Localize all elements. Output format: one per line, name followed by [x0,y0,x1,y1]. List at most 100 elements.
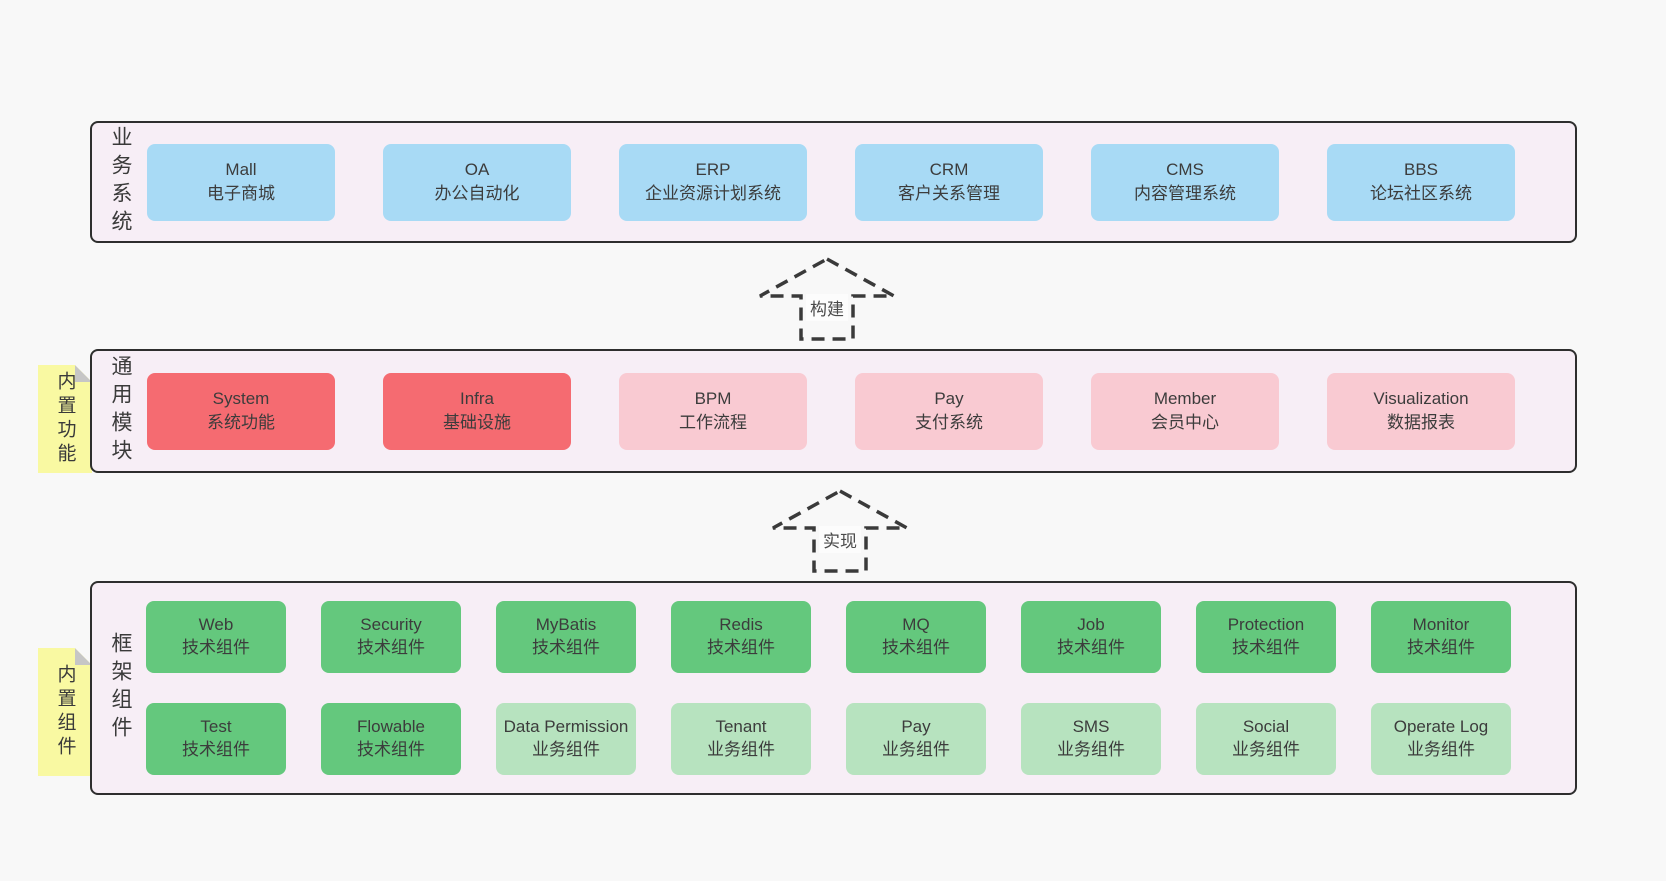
sticky-note-builtin-components: 内置组件 [38,648,92,776]
box-title: BPM [694,389,732,409]
box-sms: SMS 业务组件 [1021,703,1161,775]
box-title: Web [198,615,234,635]
box-title: Flowable [356,717,426,737]
box-title: Redis [719,615,763,635]
box-title: Data Permission [503,717,629,737]
box-subtitle: 技术组件 [1232,638,1300,657]
box-subtitle: 业务组件 [1232,740,1300,759]
box-subtitle: 会员中心 [1151,413,1219,432]
layer-label-business-systems: 业务系统 [109,126,132,238]
box-subtitle: 办公自动化 [434,184,520,203]
box-title: System [212,389,270,409]
box-subtitle: 支付系统 [915,413,983,432]
box-monitor: Monitor 技术组件 [1371,601,1511,673]
box-subtitle: 技术组件 [1057,638,1125,657]
box-subtitle: 技术组件 [182,638,250,657]
box-title: Test [200,717,232,737]
box-subtitle: 工作流程 [679,413,747,432]
box-title: Mall [225,160,257,180]
box-title: Pay [934,389,964,409]
layer-label-framework-components: 框架组件 [109,632,132,744]
box-visualization: Visualization 数据报表 [1327,372,1515,450]
box-mall: Mall 电子商城 [147,143,335,221]
box-operate-log: Operate Log 业务组件 [1371,703,1511,775]
box-subtitle: 技术组件 [182,740,250,759]
box-flowable: Flowable 技术组件 [321,703,461,775]
business-systems-boxes: Mall 电子商城 OA 办公自动化 ERP 企业资源计划系统 CRM 客户关系管理 CMS 内容… [92,123,1575,241]
sticky-note-builtin-features: 内置功能 [38,365,92,473]
box-title: ERP [695,160,731,180]
box-title: OA [464,160,490,180]
box-title: Protection [1227,615,1305,635]
box-tenant: Tenant 业务组件 [671,703,811,775]
box-member: Member 会员中心 [1091,372,1279,450]
box-title: MQ [902,615,930,635]
box-subtitle: 技术组件 [532,638,600,657]
box-subtitle: 技术组件 [707,638,775,657]
arrow-implement: 实现 [770,488,910,574]
box-test: Test 技术组件 [146,703,286,775]
box-subtitle: 业务组件 [1407,740,1475,759]
box-social: Social 业务组件 [1196,703,1336,775]
box-cms: CMS 内容管理系统 [1091,143,1279,221]
box-subtitle: 技术组件 [357,740,425,759]
box-protection: Protection 技术组件 [1196,601,1336,673]
box-title: Visualization [1373,389,1469,409]
box-erp: ERP 企业资源计划系统 [619,143,807,221]
box-subtitle: 系统功能 [207,413,275,432]
sticky-note-builtin-features-label: 内置功能 [54,371,76,467]
box-subtitle: 基础设施 [443,413,511,432]
box-title: CMS [1166,160,1204,180]
box-title: Social [1242,717,1290,737]
box-subtitle: 企业资源计划系统 [645,184,781,203]
box-subtitle: 电子商城 [207,184,275,203]
box-title: Job [1077,615,1105,635]
box-title: Monitor [1412,615,1470,635]
box-title: Tenant [715,717,767,737]
box-bpm: BPM 工作流程 [619,372,807,450]
sticky-note-builtin-components-label: 内置组件 [54,664,76,760]
box-title: Member [1153,389,1217,409]
layer-business-systems: 业务系统 Mall 电子商城 OA 办公自动化 ERP 企业资源计划系统 CRM 客户关系管理… [90,121,1577,243]
box-title: SMS [1072,717,1110,737]
box-pay: Pay 支付系统 [855,372,1043,450]
box-title: CRM [929,160,969,180]
arrow-build: 构建 [757,256,897,342]
box-web: Web 技术组件 [146,601,286,673]
box-mq: MQ 技术组件 [846,601,986,673]
box-security: Security 技术组件 [321,601,461,673]
box-title: Operate Log [1393,717,1489,737]
box-subtitle: 技术组件 [1407,638,1475,657]
box-pay: Pay 业务组件 [846,703,986,775]
box-title: MyBatis [535,615,597,635]
box-subtitle: 数据报表 [1387,413,1455,432]
box-subtitle: 客户关系管理 [898,184,1000,203]
box-mybatis: MyBatis 技术组件 [496,601,636,673]
box-subtitle: 内容管理系统 [1134,184,1236,203]
box-subtitle: 业务组件 [882,740,950,759]
box-redis: Redis 技术组件 [671,601,811,673]
box-title: Pay [901,717,931,737]
box-subtitle: 技术组件 [882,638,950,657]
box-subtitle: 业务组件 [1057,740,1125,759]
box-subtitle: 技术组件 [357,638,425,657]
box-crm: CRM 客户关系管理 [855,143,1043,221]
box-subtitle: 论坛社区系统 [1370,184,1472,203]
box-oa: OA 办公自动化 [383,143,571,221]
box-row: Mall 电子商城 OA 办公自动化 ERP 企业资源计划系统 CRM 客户关系管理 CMS 内容… [147,143,1575,221]
box-subtitle: 业务组件 [707,740,775,759]
box-title: Security [360,615,422,635]
arrow-implement-label: 实现 [819,526,861,553]
box-system: System 系统功能 [147,372,335,450]
